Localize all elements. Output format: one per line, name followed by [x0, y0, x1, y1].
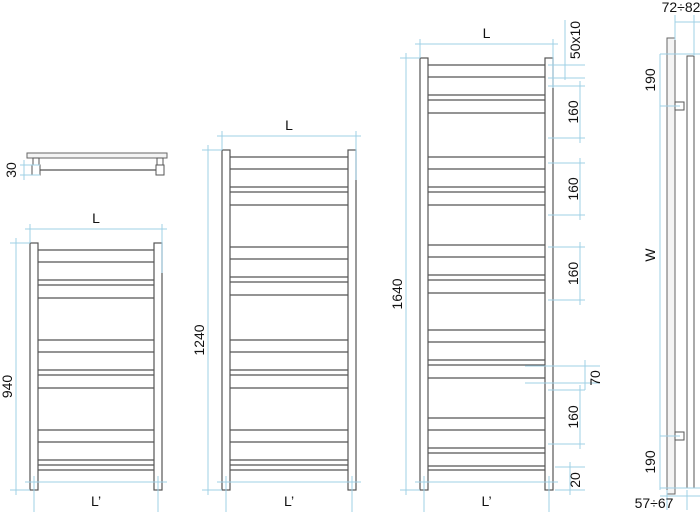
radiator-2: L L’ 1240	[191, 117, 361, 512]
post-section-left	[31, 164, 41, 176]
gap-label: 70	[587, 370, 603, 386]
top-view: 30	[3, 152, 168, 180]
height-label: 940	[0, 375, 15, 399]
wall-section	[666, 37, 676, 495]
bracket-top-label: 190	[642, 68, 658, 92]
depth-top-label: 72÷82	[662, 0, 700, 15]
height-label: 1640	[389, 278, 405, 309]
axis-distance-label: L’	[91, 493, 101, 509]
post-left	[221, 149, 231, 491]
radiator-1: L L’ 940	[0, 210, 167, 512]
post-left	[419, 57, 429, 491]
radiator-3: L L’ 1640	[389, 25, 558, 512]
height-label: 1240	[191, 324, 207, 355]
wall-strip	[26, 152, 168, 159]
post-right	[544, 57, 554, 491]
bracket-left	[32, 157, 40, 166]
post-right	[153, 242, 163, 491]
detail-dimensions: 50x10 160 160 160 160 70 20	[525, 20, 603, 495]
height-label: W	[642, 248, 658, 262]
post-left	[29, 242, 39, 491]
spacing-label: 160	[565, 100, 581, 124]
width-label: L	[92, 210, 100, 226]
spacing-label: 160	[565, 177, 581, 201]
post-section-right	[155, 164, 165, 176]
side-view: 72÷82 190 W 190 57÷67	[635, 0, 700, 511]
bar-section-label: 50x10	[567, 21, 583, 59]
width-label: L	[483, 25, 491, 41]
depth-bottom-label: 57÷67	[635, 495, 674, 511]
bracket-right	[156, 157, 164, 166]
spacing-label: 160	[565, 262, 581, 286]
axis-distance-label: L’	[284, 493, 294, 509]
axis-distance-label: L’	[481, 493, 491, 509]
bottom-label: 20	[567, 472, 583, 488]
bracket-bottom-label: 190	[642, 450, 658, 474]
radiator-side	[686, 55, 695, 489]
depth-label: 30	[3, 162, 19, 178]
spacing-label: 160	[565, 405, 581, 429]
post-right	[347, 149, 357, 491]
width-label: L	[285, 117, 293, 133]
